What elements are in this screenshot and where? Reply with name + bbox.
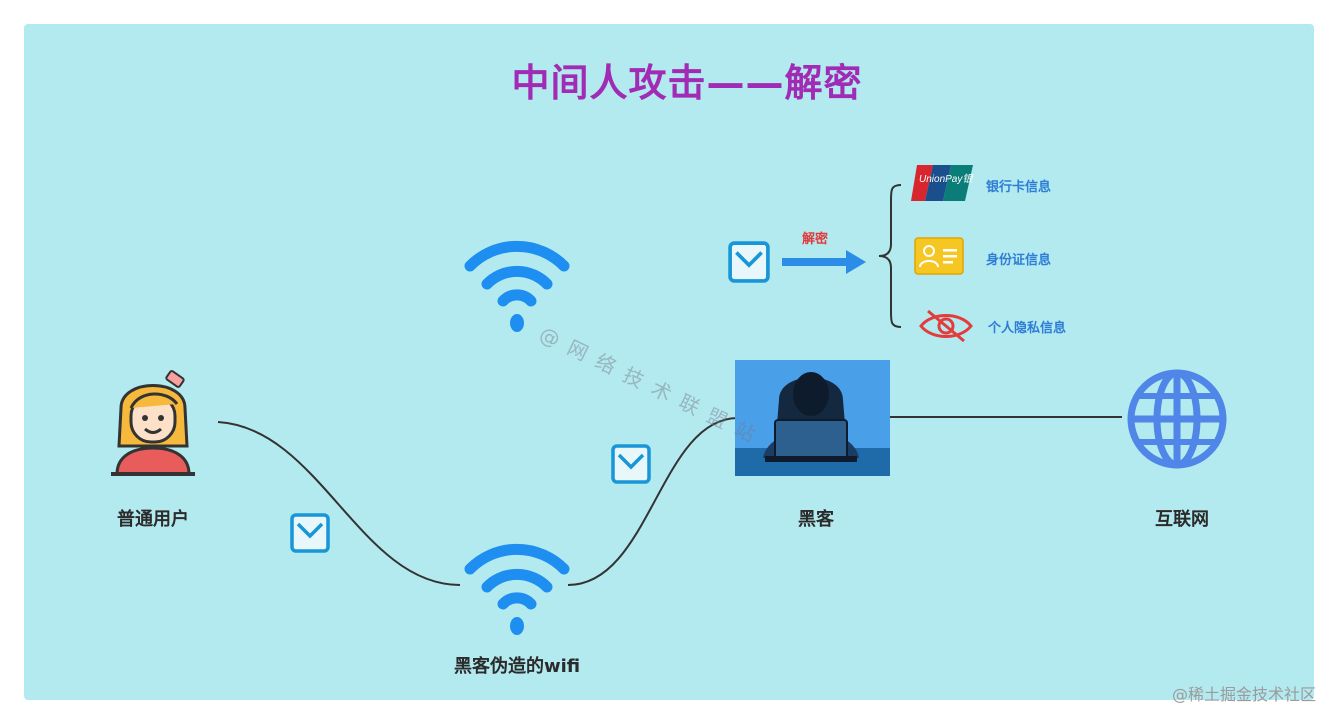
fake-wifi-label: 黑客伪造的wifi [454,652,580,678]
arrow-right-icon [780,248,870,276]
user-label: 普通用户 [117,505,189,531]
privacy-info-label: 个人隐私信息 [988,317,1066,336]
id-card-icon [914,237,964,275]
privacy-eye-icon [918,308,974,344]
fake-wifi-icon [462,535,572,640]
envelope-icon [611,444,651,484]
unionpay-logo-text: UnionPay银联 [919,173,973,185]
brace-icon [873,182,905,330]
line-user-to-wifi [218,422,460,585]
footer-watermark: @稀土掘金技术社区 [1172,681,1316,705]
unionpay-card-icon: UnionPay银联 [911,163,973,203]
internet-label: 互联网 [1155,505,1209,531]
hacker-image [735,360,890,476]
line-wifi-to-hacker [568,418,738,585]
decrypt-label: 解密 [802,228,828,247]
hacker-label: 黑客 [798,505,834,531]
envelope-icon [290,513,330,553]
envelope-icon [728,241,770,283]
id-card-info-label: 身份证信息 [986,249,1051,268]
user-avatar-icon [103,368,203,478]
globe-icon [1126,368,1228,470]
bank-card-info-label: 银行卡信息 [986,176,1051,195]
